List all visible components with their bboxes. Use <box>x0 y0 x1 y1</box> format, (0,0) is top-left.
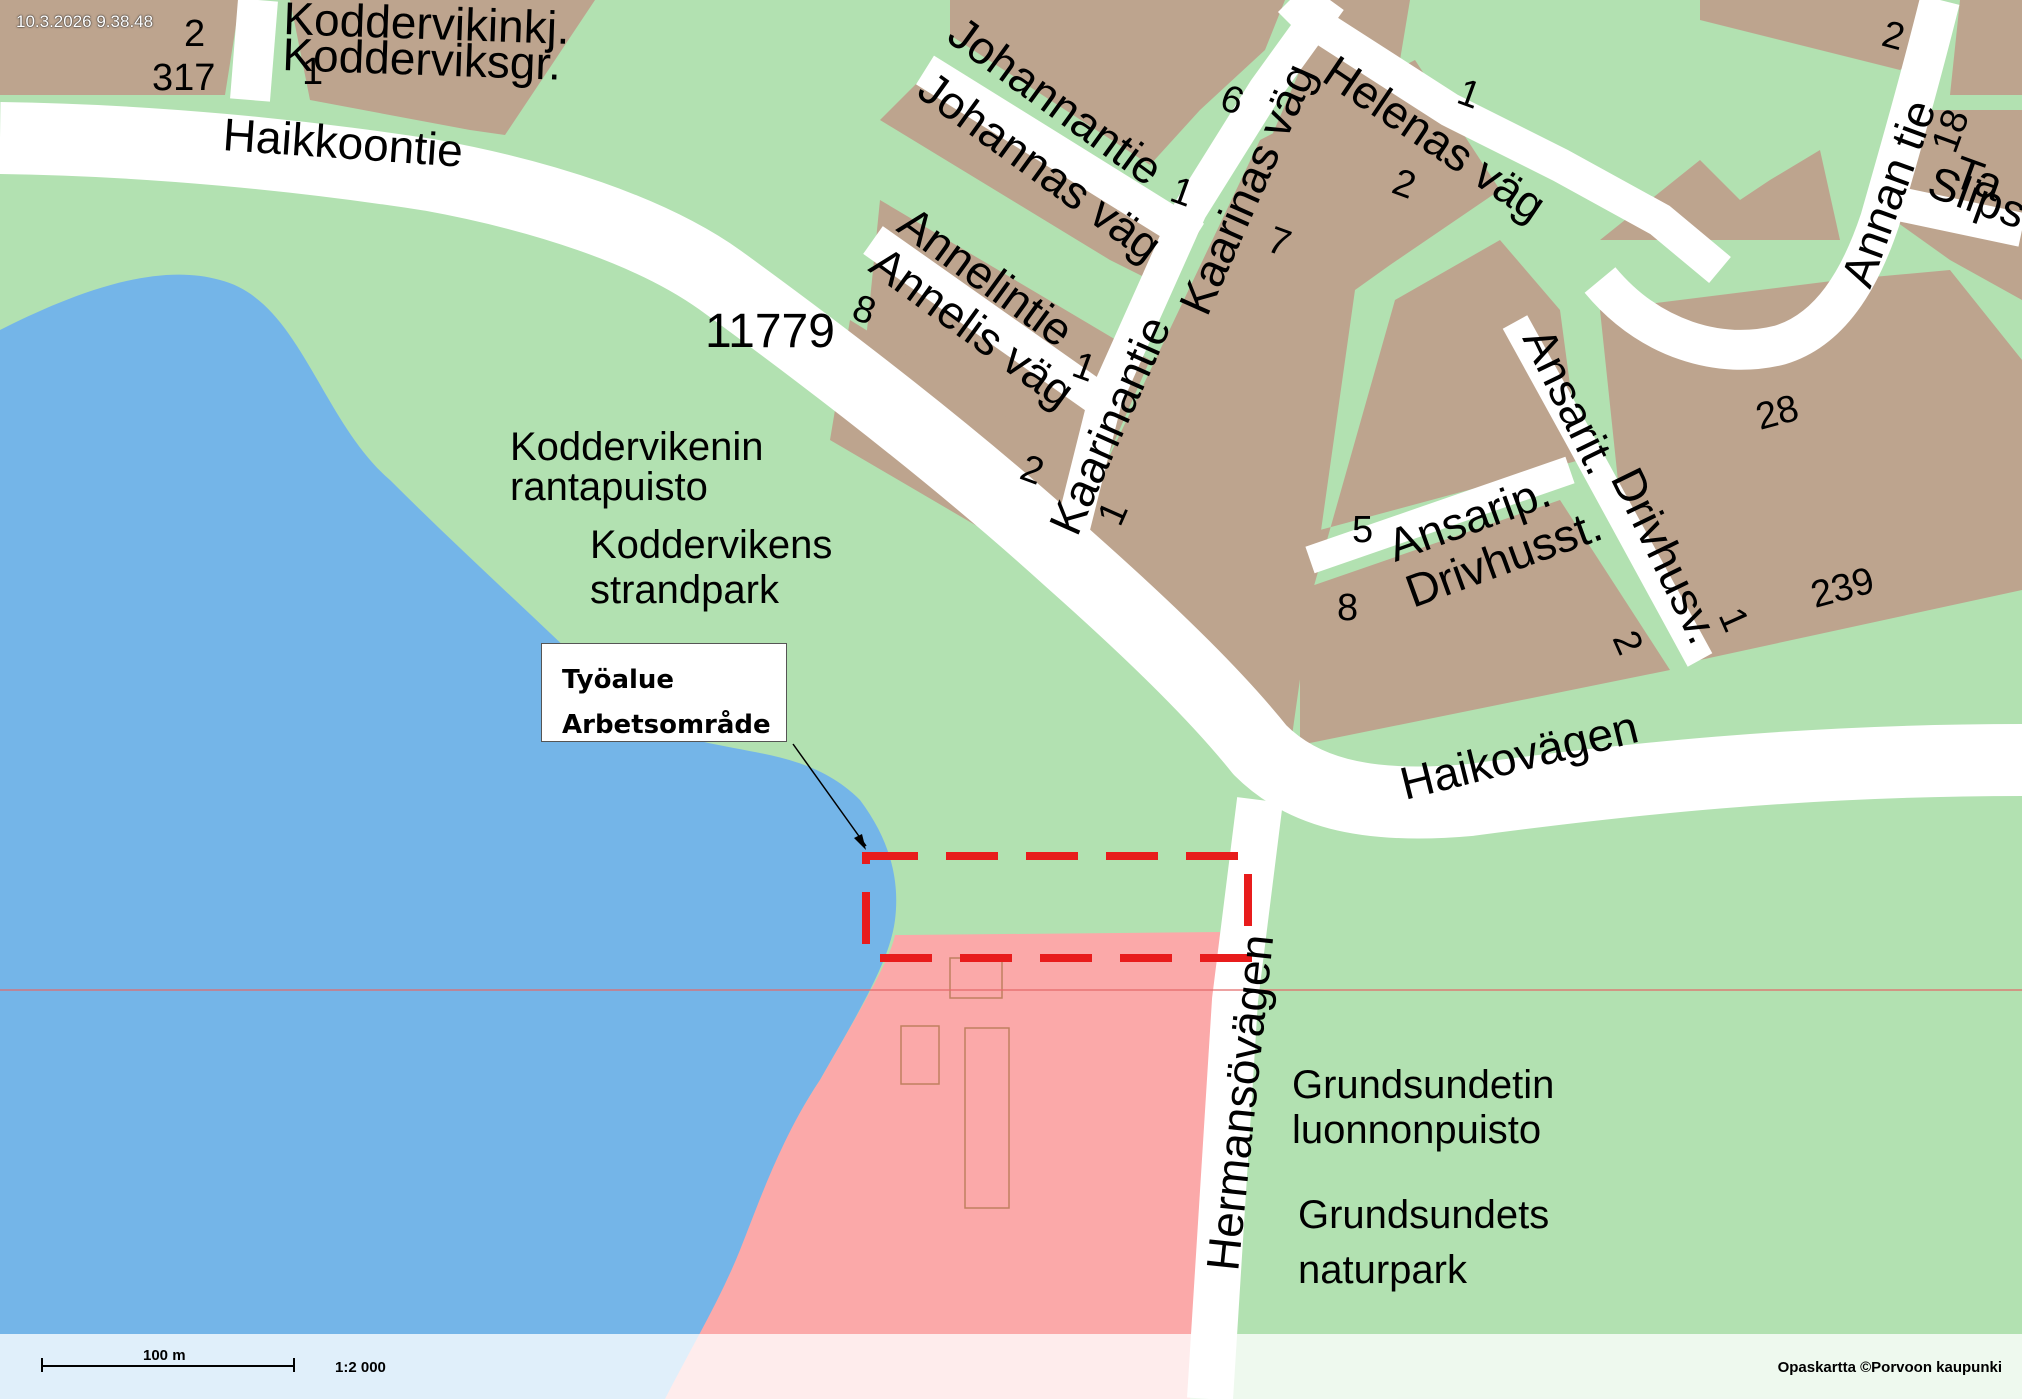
building-outline <box>964 1027 1010 1209</box>
parcel-number: 11779 <box>705 305 835 358</box>
building-outline <box>900 1025 940 1085</box>
callout-line-fi: Työalue <box>562 665 675 695</box>
address-number: 5 <box>1352 509 1373 551</box>
address-number: 2 <box>184 13 205 55</box>
scale-label: 100 m <box>143 1347 186 1364</box>
callout-arrowhead <box>854 834 866 850</box>
road-kaarinas-vag <box>1048 0 1344 565</box>
road-johannas-vag <box>916 55 1204 253</box>
scale-ratio: 1:2 000 <box>335 1359 386 1376</box>
work-area-outline[interactable] <box>862 852 1252 962</box>
water-body <box>0 274 897 1399</box>
callout-arrow-line <box>792 743 867 847</box>
scale-bar-tick <box>293 1358 295 1372</box>
address-number: 1 <box>302 51 323 93</box>
protected-area <box>665 932 1220 1399</box>
park-label: Koddervikens <box>590 523 832 567</box>
road-drivhusv <box>1502 315 1713 667</box>
work-area-callout: Työalue Arbetsområde <box>541 643 787 742</box>
road-helenas-vag <box>1277 0 1731 284</box>
scale-bar <box>42 1365 294 1367</box>
park-label: naturpark <box>1298 1248 1468 1292</box>
address-number: 8 <box>1337 587 1358 629</box>
plot <box>0 0 240 95</box>
road-annan-tie <box>1584 0 1960 370</box>
road-hermansovagen <box>1187 797 1283 1399</box>
footer-band <box>0 1334 2022 1399</box>
plot <box>1060 60 1500 750</box>
road-ansarip <box>1305 456 1575 574</box>
road-koddervikinkj <box>230 0 278 102</box>
callout-line-sv: Arbetsområde <box>562 710 771 740</box>
park-label: Grundsundets <box>1298 1193 1549 1237</box>
attribution: Opaskartta ©Porvoon kaupunki <box>1777 1359 2002 1376</box>
road-label-koddervikinkj: Koddervikinkj. <box>283 0 571 54</box>
road-label-kodderviksgr: Kodderviksgr. <box>282 28 562 90</box>
park-label: rantapuisto <box>510 465 708 509</box>
park-label: Grundsundetin <box>1292 1063 1554 1107</box>
scale-bar-tick <box>41 1358 43 1372</box>
plot <box>880 70 1200 290</box>
timestamp: 10.3.2026 9.38.48 <box>16 12 154 31</box>
road-annelis-vag <box>863 226 1110 414</box>
plot <box>1270 0 1410 140</box>
plot <box>1950 0 2022 95</box>
park-label: strandpark <box>590 568 780 612</box>
plot <box>1300 500 1670 745</box>
park-label: Koddervikenin <box>510 425 764 469</box>
plot <box>1700 0 1940 70</box>
park-label: luonnonpuisto <box>1292 1108 1541 1152</box>
plot <box>1600 270 2022 660</box>
address-number: 317 <box>152 57 215 99</box>
road-slipst <box>1876 183 2022 247</box>
plot <box>290 0 595 135</box>
plot <box>950 0 1285 165</box>
